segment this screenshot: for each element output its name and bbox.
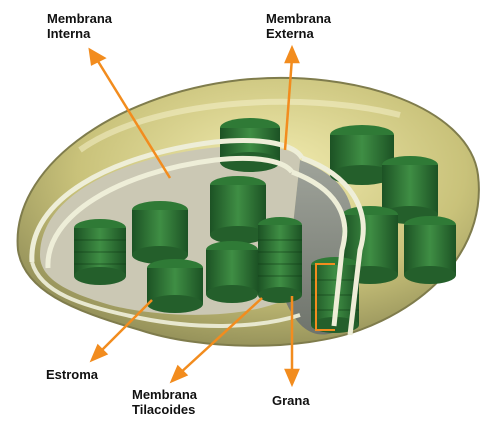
label-membrana-tilacoides: Membrana Tilacoides bbox=[132, 387, 197, 417]
label-membrana-externa: Membrana Externa bbox=[266, 11, 331, 41]
label-grana: Grana bbox=[272, 393, 310, 408]
label-estroma: Estroma bbox=[46, 367, 98, 382]
label-membrana-interna: Membrana Interna bbox=[47, 11, 112, 41]
